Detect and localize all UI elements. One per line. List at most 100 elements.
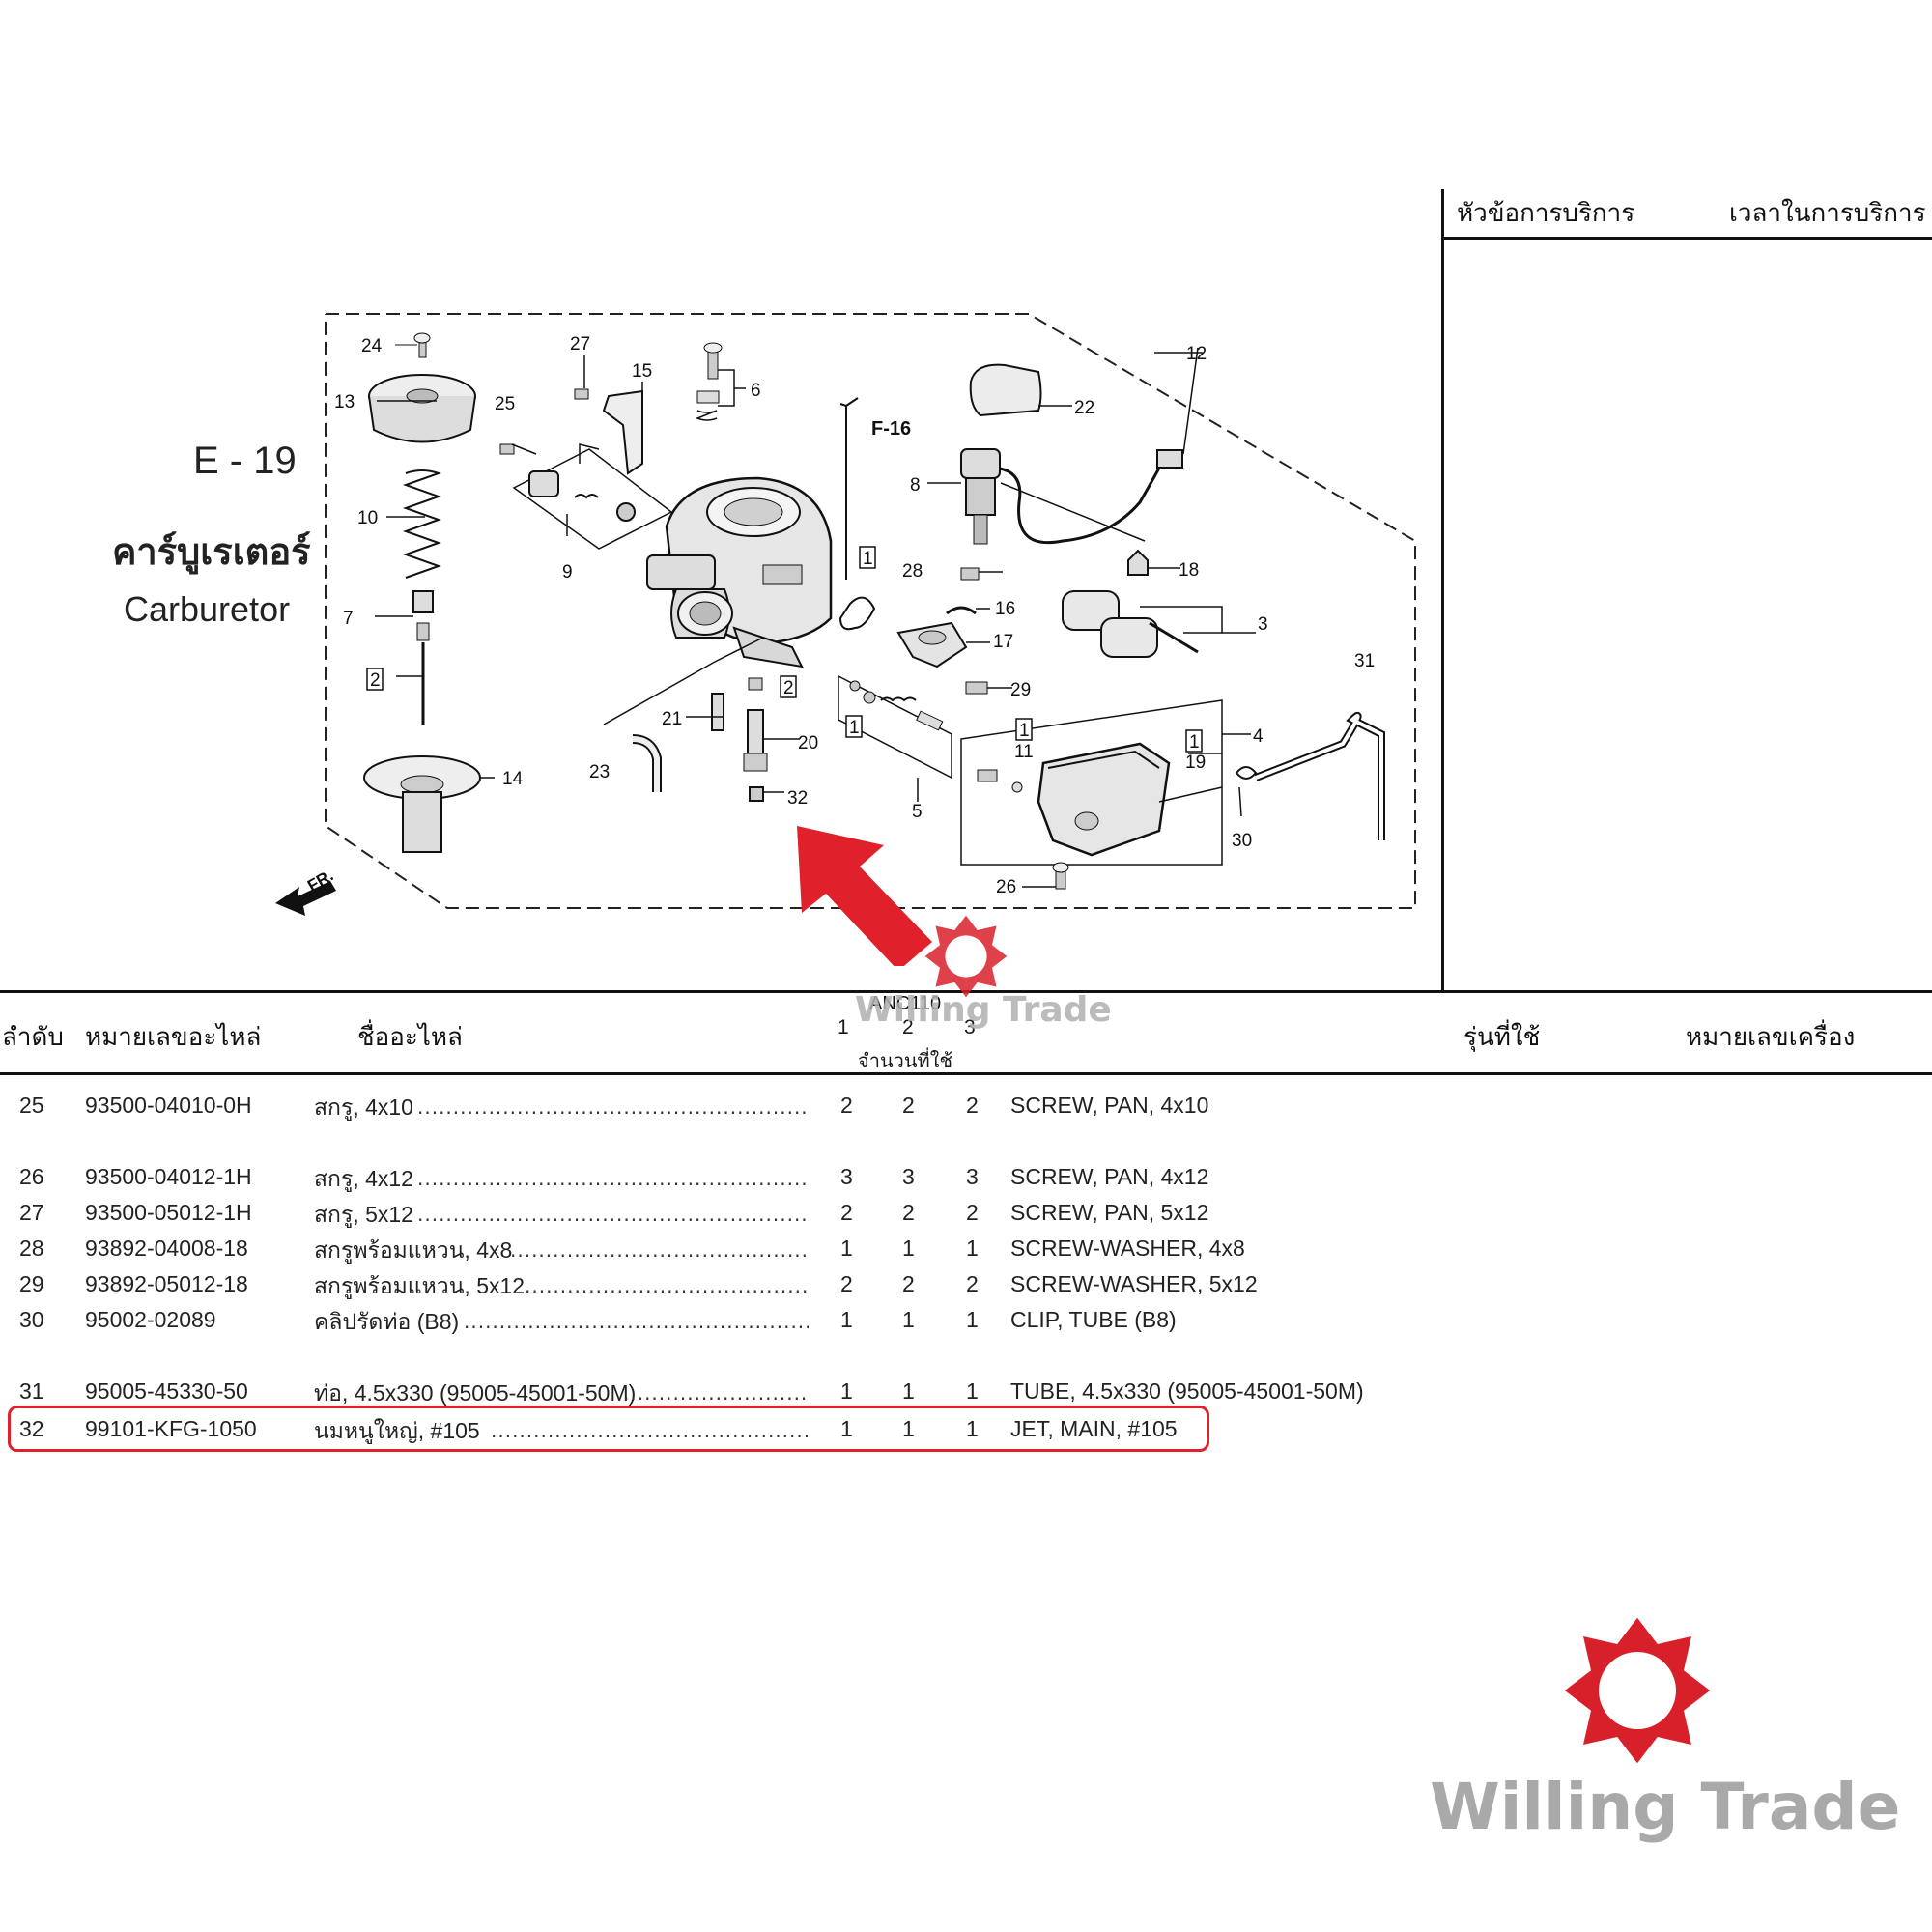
logo-large-icon bbox=[1564, 1617, 1711, 1764]
row-part-no: 93500-05012-1H bbox=[85, 1200, 252, 1225]
part-28-screw bbox=[960, 567, 980, 581]
carburetor-body bbox=[646, 476, 833, 668]
row-qty-1: 1 bbox=[840, 1416, 853, 1441]
row-name-th: สกรูพร้อมแหวน, 4x8 bbox=[314, 1237, 513, 1263]
callout-5: 5 bbox=[912, 802, 923, 822]
service-time-header: เวลาในการบริการ bbox=[1729, 199, 1926, 228]
service-topic-header: หัวข้อการบริการ bbox=[1457, 199, 1635, 228]
row-dot-leader: ........................................… bbox=[417, 1203, 809, 1226]
callout-25: 25 bbox=[495, 394, 515, 414]
part-4-group-frame bbox=[960, 699, 1223, 866]
part-21-needle-jet bbox=[711, 693, 724, 731]
callout-20: 20 bbox=[798, 733, 818, 753]
row-part-no: 93892-05012-18 bbox=[85, 1271, 248, 1296]
row-index: 27 bbox=[19, 1200, 44, 1225]
row-qty-2: 3 bbox=[902, 1164, 915, 1189]
row-name-en: SCREW, PAN, 4x12 bbox=[1010, 1164, 1209, 1189]
row-part-no: 95002-02089 bbox=[85, 1307, 216, 1332]
diagram-title-en: Carburetor bbox=[124, 589, 291, 629]
part-25-screw bbox=[499, 443, 515, 455]
row-dot-leader: ........................................… bbox=[525, 1274, 809, 1297]
callout-14: 14 bbox=[502, 769, 524, 789]
row-qty-3: 1 bbox=[966, 1416, 979, 1441]
callout-18: 18 bbox=[1179, 560, 1199, 581]
row-name-th: คลิปรัดท่อ (B8) bbox=[314, 1309, 460, 1334]
row-name-en: SCREW-WASHER, 4x8 bbox=[1010, 1236, 1245, 1261]
row-name-th: สกรูพร้อมแหวน, 5x12 bbox=[314, 1273, 526, 1298]
row-name-en: JET, MAIN, #105 bbox=[1010, 1416, 1178, 1441]
callout-16: 16 bbox=[995, 599, 1015, 619]
part-24-screw bbox=[413, 332, 431, 358]
callout-8: 8 bbox=[910, 475, 921, 496]
row-part-no: 95005-45330-50 bbox=[85, 1378, 248, 1404]
row-qty-1: 2 bbox=[840, 1093, 853, 1118]
row-qty-2: 1 bbox=[902, 1378, 915, 1404]
part-3-float bbox=[1062, 590, 1199, 658]
row-qty-3: 2 bbox=[966, 1093, 979, 1118]
highlight-arrow-icon bbox=[797, 826, 932, 966]
diagram-title-th: คาร์บูเรเตอร์ bbox=[112, 530, 311, 573]
part-30-clip bbox=[1236, 766, 1258, 780]
part-8-auto-choke bbox=[960, 448, 1001, 545]
part-10-spring bbox=[402, 469, 442, 579]
part-12-wire bbox=[999, 458, 1166, 545]
row-qty-1: 1 bbox=[840, 1236, 853, 1261]
callout-11: 11 bbox=[1014, 742, 1034, 762]
row-qty-3: 1 bbox=[966, 1307, 979, 1332]
row-dot-leader: ........................................… bbox=[491, 1419, 809, 1442]
part-4-float-chamber bbox=[1037, 742, 1171, 857]
row-qty-2: 1 bbox=[902, 1236, 915, 1261]
callout-21: 21 bbox=[662, 709, 682, 729]
part-32-main-jet bbox=[749, 786, 764, 802]
callout-1a: 1 bbox=[849, 718, 860, 738]
th-qty-2: 2 bbox=[902, 1016, 914, 1038]
row-name-th: นมหนูใหญ่, #105 bbox=[314, 1418, 480, 1443]
part-18-float-valve bbox=[1127, 549, 1149, 576]
callout-31: 31 bbox=[1354, 651, 1375, 671]
watermark-text-large: Willing Trade bbox=[1430, 1770, 1901, 1844]
part-31-tube bbox=[1254, 711, 1385, 840]
callout-1d: 1 bbox=[1189, 732, 1200, 753]
callout-13: 13 bbox=[334, 392, 355, 412]
row-index: 29 bbox=[19, 1271, 44, 1296]
callout-9: 9 bbox=[562, 562, 573, 582]
row-name-en: SCREW, PAN, 4x10 bbox=[1010, 1093, 1209, 1118]
callout-26: 26 bbox=[996, 877, 1016, 897]
row-part-no: 93892-04008-18 bbox=[85, 1236, 248, 1261]
diagram-code: E - 19 bbox=[193, 440, 297, 482]
watermark-text-small: Willing Trade bbox=[855, 990, 1112, 1030]
row-name-en: TUBE, 4.5x330 (95005-45001-50M) bbox=[1010, 1378, 1364, 1404]
service-panel-header-rule bbox=[1441, 237, 1932, 240]
part-17-holder bbox=[896, 621, 968, 668]
th-model-code: ANC110 bbox=[869, 993, 942, 1014]
row-qty-2: 2 bbox=[902, 1200, 915, 1225]
diagram-frame bbox=[325, 313, 1416, 909]
part-14-diaphragm bbox=[363, 755, 481, 853]
row-index: 30 bbox=[19, 1307, 44, 1332]
th-index: ลำดับ bbox=[2, 1023, 64, 1052]
part-11-screw bbox=[977, 769, 1023, 793]
th-part-no: หมายเลขอะไหล่ bbox=[85, 1023, 262, 1052]
th-qty-3: 3 bbox=[964, 1016, 976, 1038]
row-name-th: สกรู, 4x10 bbox=[314, 1094, 413, 1120]
logo-small-icon bbox=[924, 915, 1008, 998]
row-index: 26 bbox=[19, 1164, 44, 1189]
part-2-small bbox=[748, 677, 763, 691]
th-qty-1: 1 bbox=[838, 1016, 849, 1038]
row-dot-leader: ........................................… bbox=[417, 1167, 809, 1190]
row-part-no: 99101-KFG-1050 bbox=[85, 1416, 257, 1441]
callout-4: 4 bbox=[1253, 726, 1264, 747]
part-29-screw bbox=[965, 681, 988, 695]
fr-arrow-icon bbox=[275, 881, 336, 916]
table-header-rule bbox=[0, 1072, 1932, 1075]
row-index: 28 bbox=[19, 1236, 44, 1261]
row-dot-leader: ........................................… bbox=[464, 1310, 809, 1333]
callout-1b: 1 bbox=[863, 549, 873, 569]
part-27-screw bbox=[574, 388, 589, 400]
callout-2a: 2 bbox=[370, 670, 381, 691]
callout-15: 15 bbox=[632, 361, 652, 382]
callout-6: 6 bbox=[751, 381, 761, 401]
callout-19: 19 bbox=[1185, 753, 1206, 773]
callout-28: 28 bbox=[902, 561, 923, 582]
row-name-en: SCREW-WASHER, 5x12 bbox=[1010, 1271, 1258, 1296]
